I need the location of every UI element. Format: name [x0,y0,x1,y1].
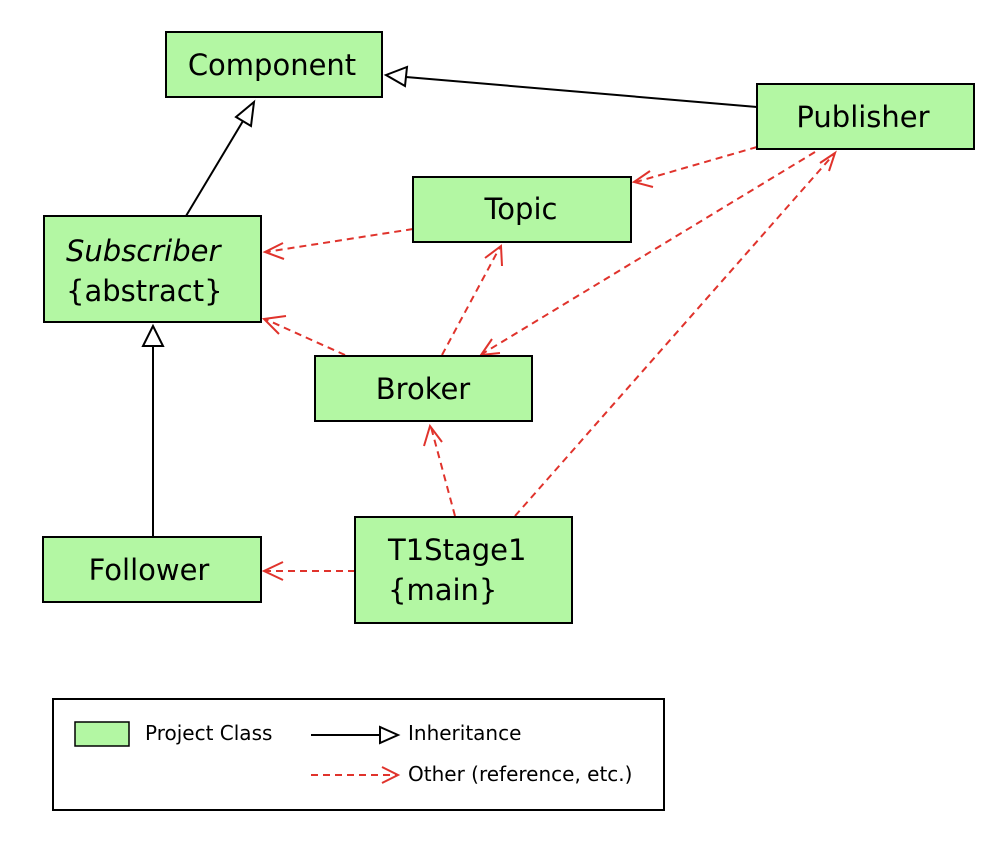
open-arrowhead [631,170,654,188]
relations [141,65,837,581]
open-arrowhead [819,150,837,172]
class-stereotype: {abstract} [66,274,223,308]
legend-label-other: Other (reference, etc.) [408,762,632,786]
hollow-triangle-arrowhead [141,323,165,347]
reference-t1stage1-to-follower [261,561,355,581]
class-t1stage1[interactable]: T1Stage1 {main} [354,516,573,624]
class-name: Broker [376,372,471,406]
class-subscriber[interactable]: Subscriber {abstract} [43,215,262,323]
reference-broker-to-topic [441,244,503,356]
class-follower[interactable]: Follower [42,536,262,603]
legend-box [52,698,665,811]
class-publisher[interactable]: Publisher [756,83,975,150]
open-arrowhead [478,338,501,357]
reference-broker-to-subscriber [261,315,346,356]
reference-topic-to-subscriber [262,228,414,260]
legend-reference-arrow [311,766,401,784]
open-arrowhead [262,242,285,260]
hollow-triangle-arrowhead [234,99,256,128]
inheritance-publisher-to-component [383,65,758,108]
open-arrowhead [423,423,443,447]
legend: Project Class Inheritance Other (referen… [52,698,665,811]
class-name: Publisher [796,100,929,134]
legend-label-project-class: Project Class [145,721,272,745]
class-topic[interactable]: Topic [412,176,632,243]
class-name: Follower [89,553,210,587]
legend-swatch-project-class [74,721,130,747]
open-arrowhead [261,315,287,335]
class-name: T1Stage1 [387,533,526,567]
reference-t1stage1-to-broker [423,423,456,517]
class-stereotype: {main} [388,573,497,607]
hollow-triangle-arrowhead [383,65,409,88]
inheritance-subscriber-to-component [185,99,256,217]
legend-label-inheritance: Inheritance [408,721,521,745]
class-broker[interactable]: Broker [314,355,533,422]
reference-t1stage1-to-publisher [514,150,837,517]
class-name: Component [188,48,356,82]
open-arrowhead [261,561,284,581]
class-name: Topic [484,192,558,226]
class-name: Subscriber [66,234,222,268]
inheritance-follower-to-subscriber [141,323,165,536]
class-component[interactable]: Component [165,31,383,98]
legend-inheritance-arrow [311,725,401,745]
reference-publisher-to-topic [631,146,758,188]
open-arrowhead [484,244,503,267]
